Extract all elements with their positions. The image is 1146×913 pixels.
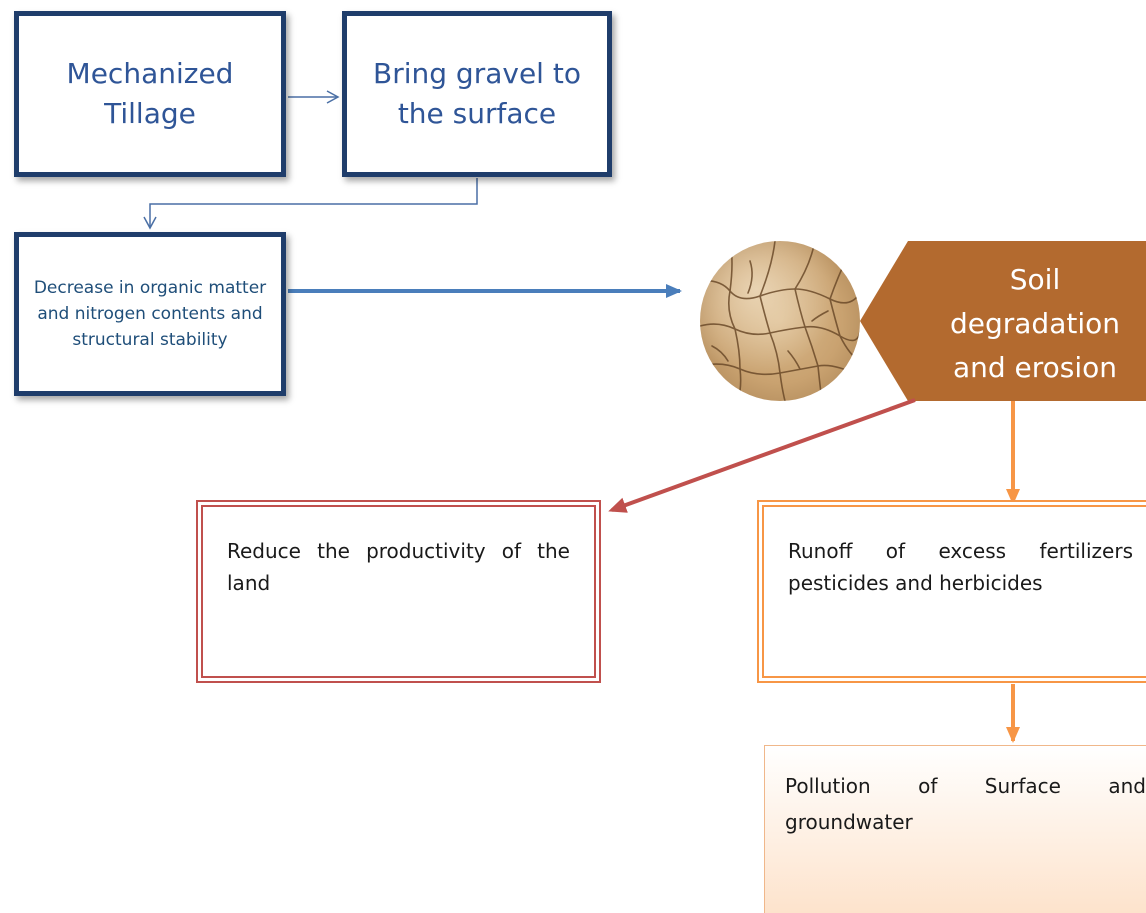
gravel-label: Bring gravel to the surface	[373, 57, 581, 130]
cracked-soil-image	[700, 241, 860, 401]
soil-degradation-label: Soil degradation and erosion	[935, 258, 1135, 390]
pollution-box: Pollution of Surface and groundwater	[764, 745, 1146, 913]
decrease-box: Decrease in organic matter and nitrogen …	[14, 232, 286, 396]
reduce-productivity-box: Reduce the productivity of the land	[196, 500, 601, 683]
soil-label-line-1: Soil	[1009, 263, 1061, 296]
reduce-productivity-label: Reduce the productivity of the land	[227, 539, 570, 595]
soil-label-line-3: and erosion	[952, 351, 1118, 384]
runoff-box: Runoff of excess fertilizers pesticides …	[757, 500, 1146, 683]
gravel-box: Bring gravel to the surface	[342, 11, 612, 177]
tillage-box: Mechanized Tillage	[14, 11, 286, 177]
decrease-label: Decrease in organic matter and nitrogen …	[33, 278, 267, 350]
soil-cracks	[700, 241, 860, 401]
arrow-gravel-to-decrease	[143, 178, 478, 230]
arrow-soil-to-reduce	[608, 398, 916, 513]
runoff-label: Runoff of excess fertilizers pesticides …	[788, 539, 1133, 595]
soil-degradation-shape	[860, 241, 1146, 401]
soil-label-line-2: degradation	[949, 307, 1120, 340]
pollution-label: Pollution of Surface and groundwater	[785, 774, 1146, 834]
tillage-label: Mechanized Tillage	[66, 57, 234, 130]
